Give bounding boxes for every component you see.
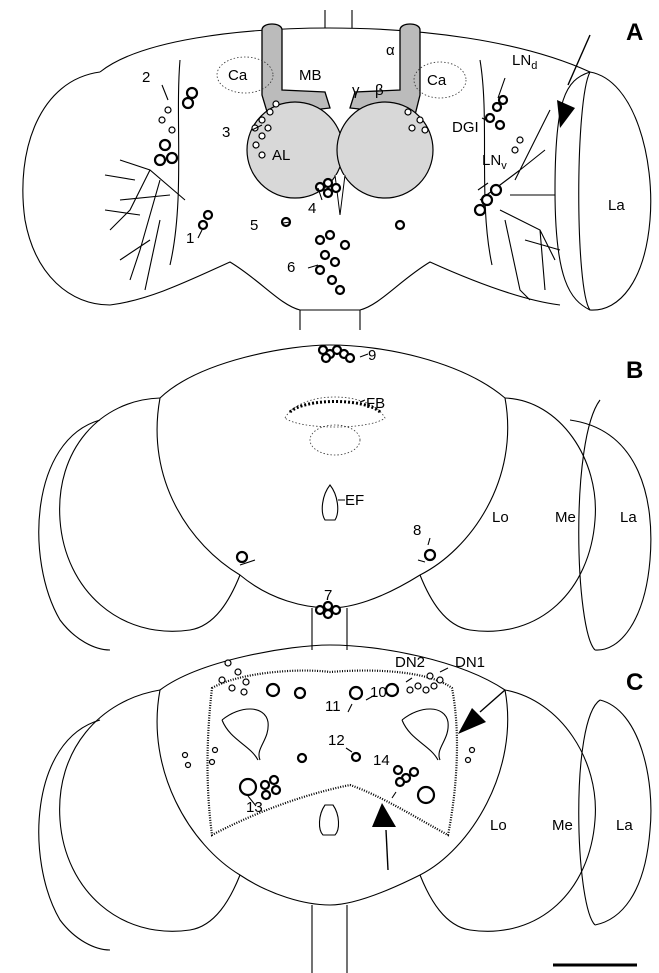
label-dn1: DN1: [455, 654, 485, 671]
panel-a: A Ca MB α γ β Ca LNd DGI LNv AL La 1 2 3…: [23, 10, 651, 330]
panel-b: B 9 FB EF 8 7 Lo Me La: [39, 345, 651, 650]
label-13: 13: [246, 799, 263, 816]
label-lnd: LNd: [512, 52, 537, 72]
arrow-c-upper: [458, 690, 505, 734]
label-6: 6: [287, 259, 295, 276]
panel-c: C DN2 DN1 10 11 12 13 14 Lo Me La: [39, 645, 651, 973]
label-14: 14: [373, 752, 390, 769]
label-alpha: α: [386, 42, 395, 59]
label-gamma: γ: [352, 82, 360, 99]
label-2: 2: [142, 69, 150, 86]
label-la-a: La: [608, 197, 625, 214]
label-12: 12: [328, 732, 345, 749]
label-11: 11: [325, 698, 341, 715]
label-3: 3: [222, 124, 230, 141]
panel-letter-b: B: [626, 357, 643, 384]
label-la-c: La: [616, 817, 633, 834]
label-5: 5: [250, 217, 258, 234]
label-beta: β: [375, 82, 384, 99]
arbor-left: [105, 160, 185, 290]
label-1: 1: [186, 230, 194, 247]
label-7: 7: [324, 587, 332, 604]
label-al: AL: [272, 147, 290, 164]
neuron-cell-bodies-b: [237, 346, 435, 618]
mushroom-body-right: [350, 24, 466, 115]
label-10: 10: [370, 684, 387, 701]
panel-c-outline: [39, 645, 651, 973]
arrow-c-lower: [372, 803, 396, 870]
label-lo-b: Lo: [492, 509, 509, 526]
label-dn2: DN2: [395, 654, 425, 671]
label-fb: FB: [366, 395, 385, 412]
label-me-b: Me: [555, 509, 576, 526]
label-la-b: La: [620, 509, 637, 526]
label-ca-right: Ca: [427, 72, 447, 89]
label-dgi: DGI: [452, 119, 479, 136]
label-me-c: Me: [552, 817, 573, 834]
label-4: 4: [308, 200, 316, 217]
label-lo-c: Lo: [490, 817, 507, 834]
label-8: 8: [413, 522, 421, 539]
panel-letter-c: C: [626, 669, 643, 696]
label-ef: EF: [345, 492, 364, 509]
label-9: 9: [368, 347, 376, 364]
label-lnv: LNv: [482, 152, 507, 172]
label-ca-left: Ca: [228, 67, 248, 84]
esophageal-foramen: [322, 485, 337, 520]
label-mb: MB: [299, 67, 322, 84]
panel-letter-a: A: [626, 19, 643, 46]
